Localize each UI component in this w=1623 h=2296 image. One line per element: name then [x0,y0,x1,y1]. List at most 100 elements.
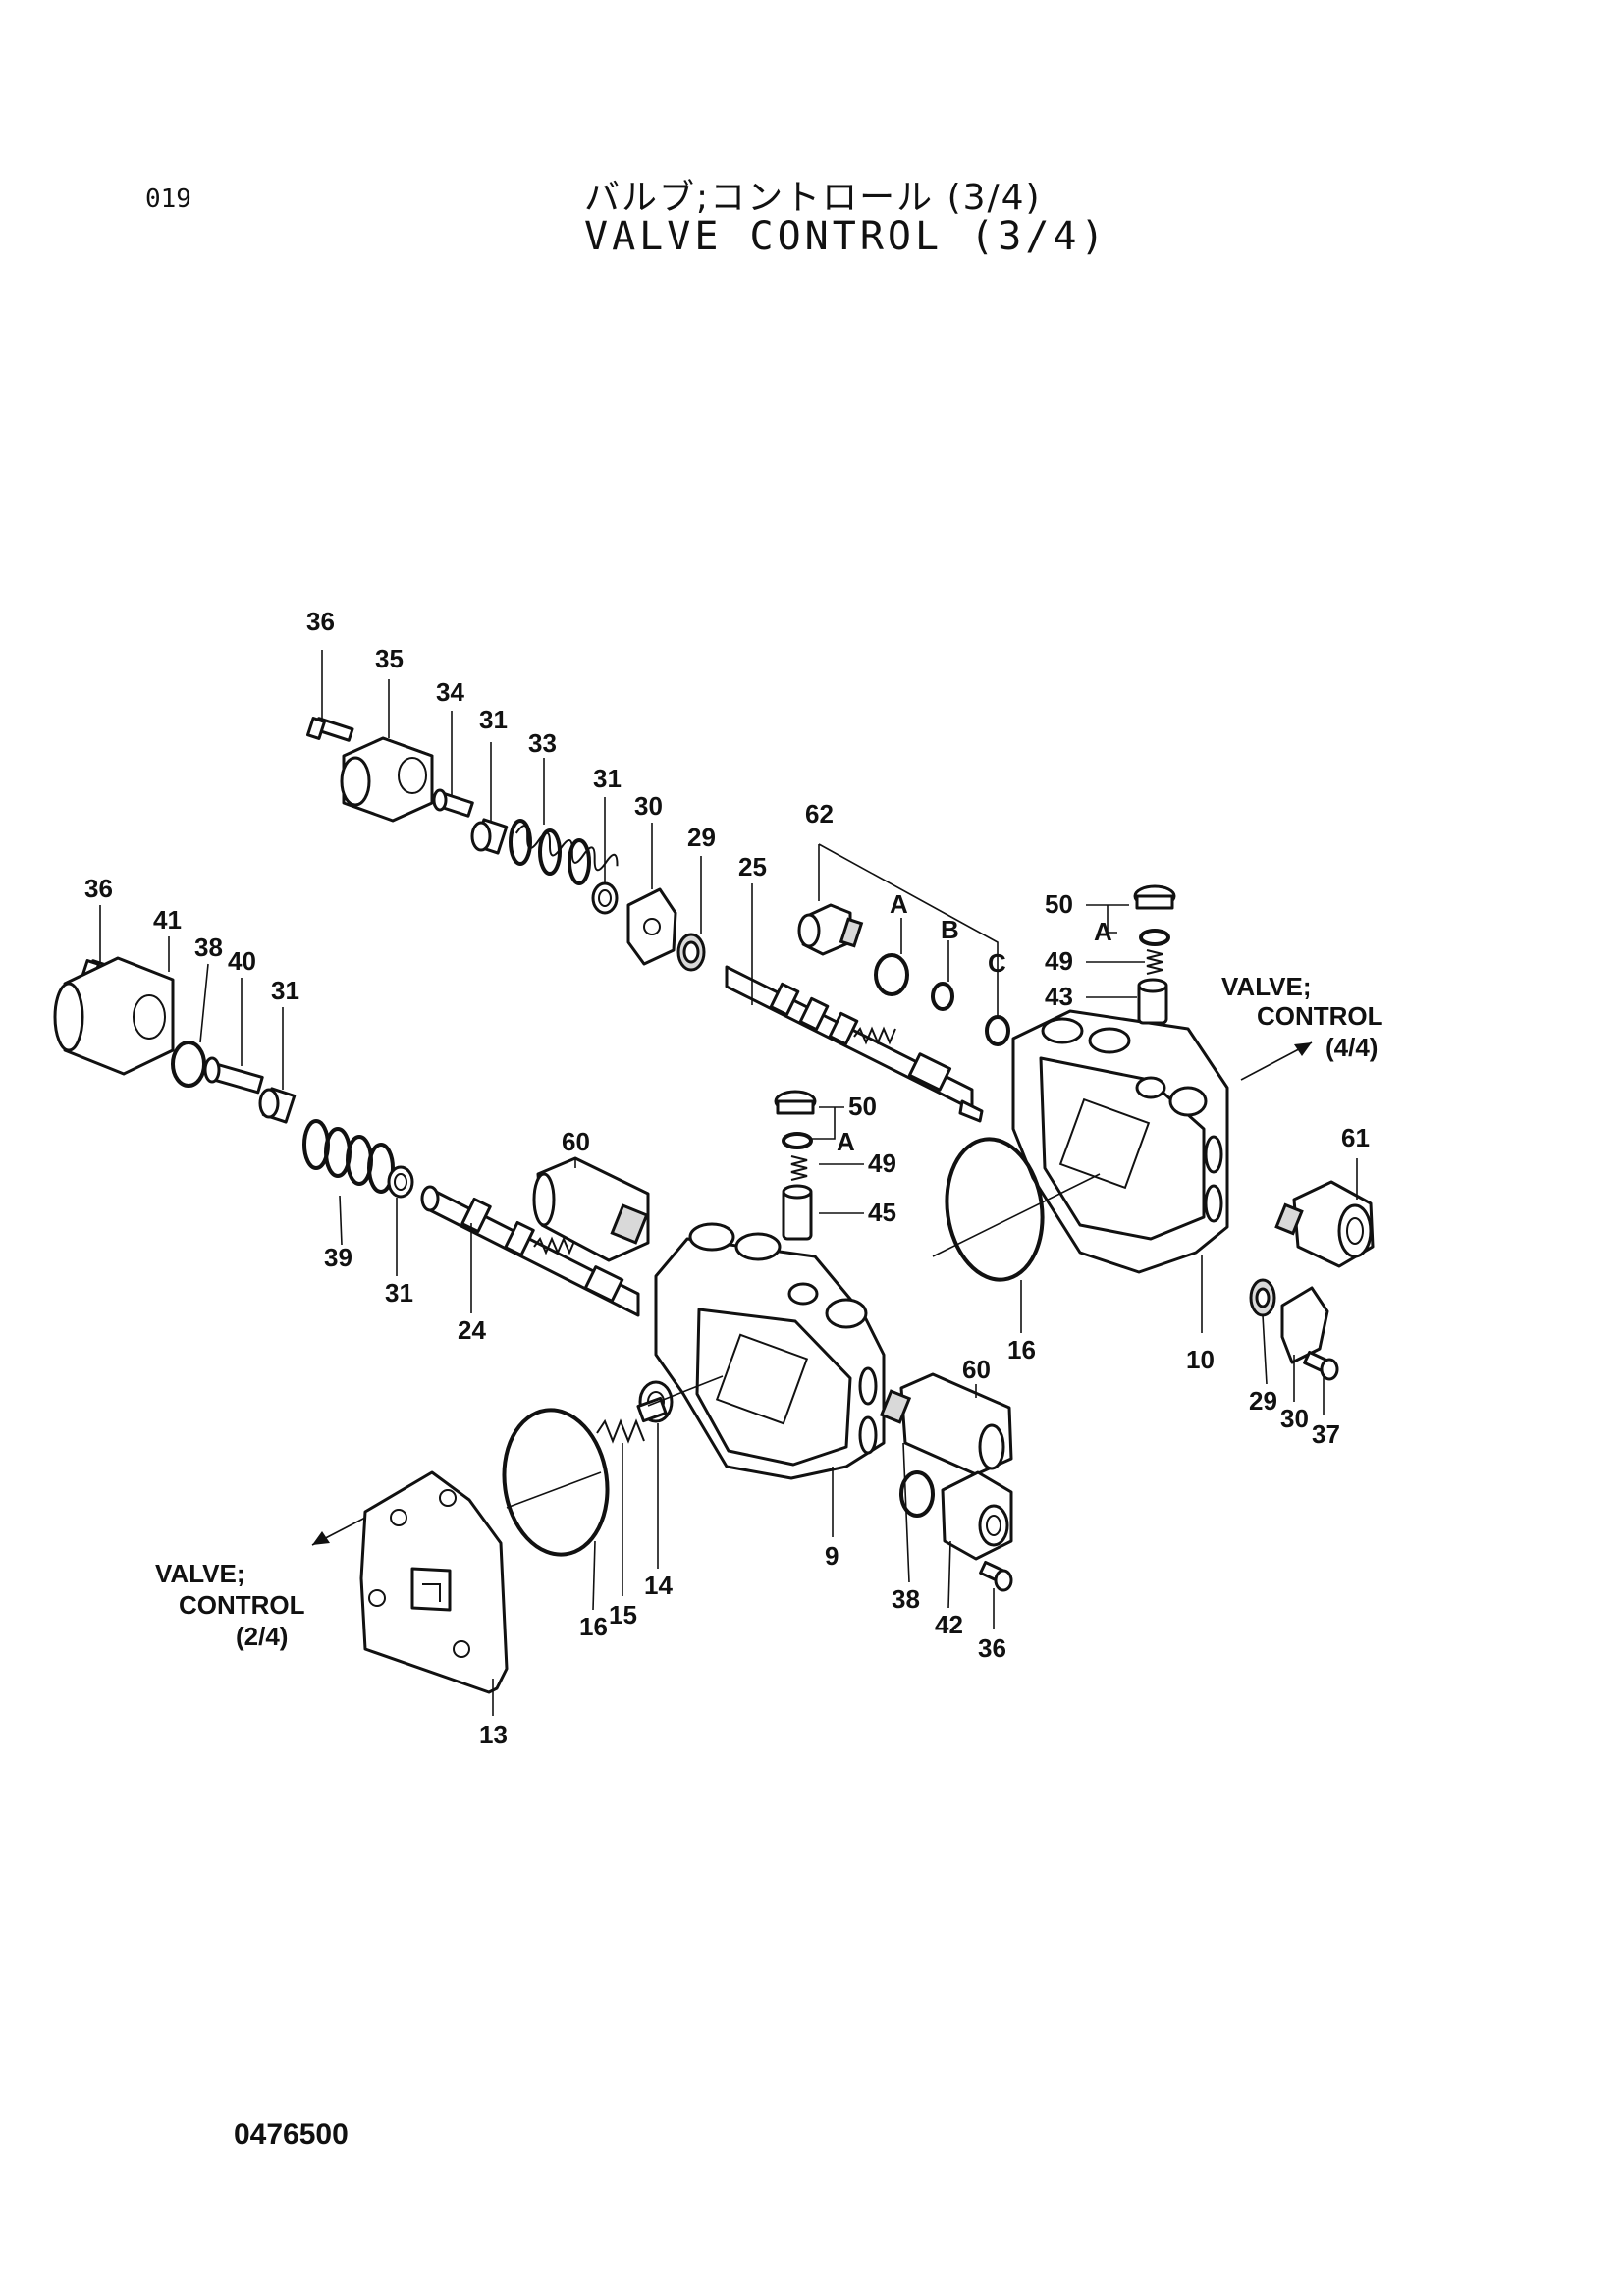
o-ring-50-right [1139,929,1170,946]
upper-spool-assembly [306,717,1010,1123]
part-50-cap-center [774,1090,817,1115]
o-ring-38-right [899,1470,935,1518]
part-42-cap [941,1470,1013,1561]
part-24-spool [420,1185,640,1317]
part-49-spring-center [790,1155,808,1181]
part-34-stopper [432,788,474,818]
part-49-spring-right [1146,949,1163,975]
callout-50: 50 [848,1092,877,1121]
part-31-seat-b [591,881,619,915]
callout-24: 24 [458,1315,486,1345]
callout-14: 14 [644,1571,673,1600]
part-29-seal-upper [676,933,706,972]
part-43-poppet-right [1137,978,1168,1025]
part-31-seat-c [258,1087,297,1124]
part-13-end-plate [359,1470,509,1694]
part-30-plate-upper [626,887,677,966]
callout-36: 36 [978,1633,1006,1663]
part-37-bolt [1303,1350,1339,1381]
leader-lines [99,650,1358,1716]
part-40-stopper [203,1056,264,1095]
part-50-cap-right [1133,884,1176,910]
part-35-cap-upper [340,736,434,823]
callout-49: 49 [868,1148,896,1178]
callout-30: 30 [634,791,663,821]
title-english: VALVE CONTROL (3/4) [584,214,1109,259]
ref-left-line3: (2/4) [236,1622,288,1651]
callout-41: 41 [153,905,182,934]
ref-right-line2: CONTROL [1257,1001,1383,1031]
drawing-number: 0476500 [234,2118,349,2151]
callout-42: 42 [935,1610,963,1639]
callout-16: 16 [579,1612,608,1641]
part-31-seat-a [470,818,509,855]
callout-29: 29 [1249,1386,1277,1415]
callout-49: 49 [1045,946,1073,976]
part-41-cap-lower [53,956,175,1076]
part-25-spool [725,965,984,1123]
callout-34: 34 [436,677,464,707]
callout-33: 33 [528,728,557,758]
part-14-poppet [636,1380,674,1423]
o-ring-16-left [502,1408,610,1557]
callout-31: 31 [593,764,622,793]
callout-38: 38 [194,933,223,962]
callout-60: 60 [562,1127,590,1156]
callout-31: 31 [479,705,508,734]
callout-50: 50 [1045,889,1073,919]
callout-29: 29 [687,823,716,852]
part-45-poppet [782,1184,813,1241]
callout-39: 39 [324,1243,352,1272]
part-30-plate-right [1280,1286,1329,1364]
title-japanese: バルブ;コントロール (3/4) [584,178,1042,218]
page-code: 019 [145,185,191,214]
reference-right: VALVE; CONTROL (4/4) [1221,972,1383,1062]
callout-A: A [1094,917,1112,946]
callout-36: 36 [306,607,335,636]
callout-10: 10 [1186,1345,1215,1374]
part-36-bolt-upper [306,717,354,742]
o-ring-62b [931,982,954,1011]
callout-13: 13 [479,1720,508,1749]
part-9-valve-body [654,1222,886,1480]
callout-31: 31 [385,1278,413,1308]
ref-left-line2: CONTROL [179,1590,305,1620]
callout-62: 62 [805,799,834,828]
callout-36: 36 [84,874,113,903]
callout-30: 30 [1280,1404,1309,1433]
reference-left: VALVE; CONTROL (2/4) [155,1559,305,1651]
part-60-valve-upper [532,1156,650,1262]
callout-60: 60 [962,1355,991,1384]
o-ring-50-center [782,1132,813,1149]
callout-C: C [988,948,1006,978]
callout-43: 43 [1045,982,1073,1011]
o-ring-62c [985,1015,1010,1046]
callout-15: 15 [609,1600,637,1629]
part-31-seat-d [387,1165,414,1199]
callout-61: 61 [1341,1123,1370,1152]
part-33-spring-upper [509,819,619,885]
callout-A: A [890,889,908,919]
part-39-spring-lower [302,1119,395,1194]
callout-45: 45 [868,1198,896,1227]
part-62-plug [797,903,864,956]
ref-left-line1: VALVE; [155,1559,244,1588]
callout-40: 40 [228,946,256,976]
part-15-spring [596,1418,645,1444]
lower-spool-assembly [53,956,650,1317]
callout-A: A [837,1127,855,1156]
part-29-seal-right [1249,1278,1276,1317]
callout-B: B [941,915,959,944]
part-61-relief-valve [1274,1180,1375,1268]
ref-right-line3: (4/4) [1325,1033,1378,1062]
callout-16: 16 [1007,1335,1036,1364]
o-ring-38-left [171,1041,206,1088]
o-ring-62a [874,953,909,996]
callout-25: 25 [738,852,767,881]
callout-35: 35 [375,644,404,673]
part-10-valve-body [1011,1009,1229,1274]
part-36-bolt-lower-right [979,1560,1013,1592]
callout-31: 31 [271,976,299,1005]
callout-37: 37 [1312,1419,1340,1449]
